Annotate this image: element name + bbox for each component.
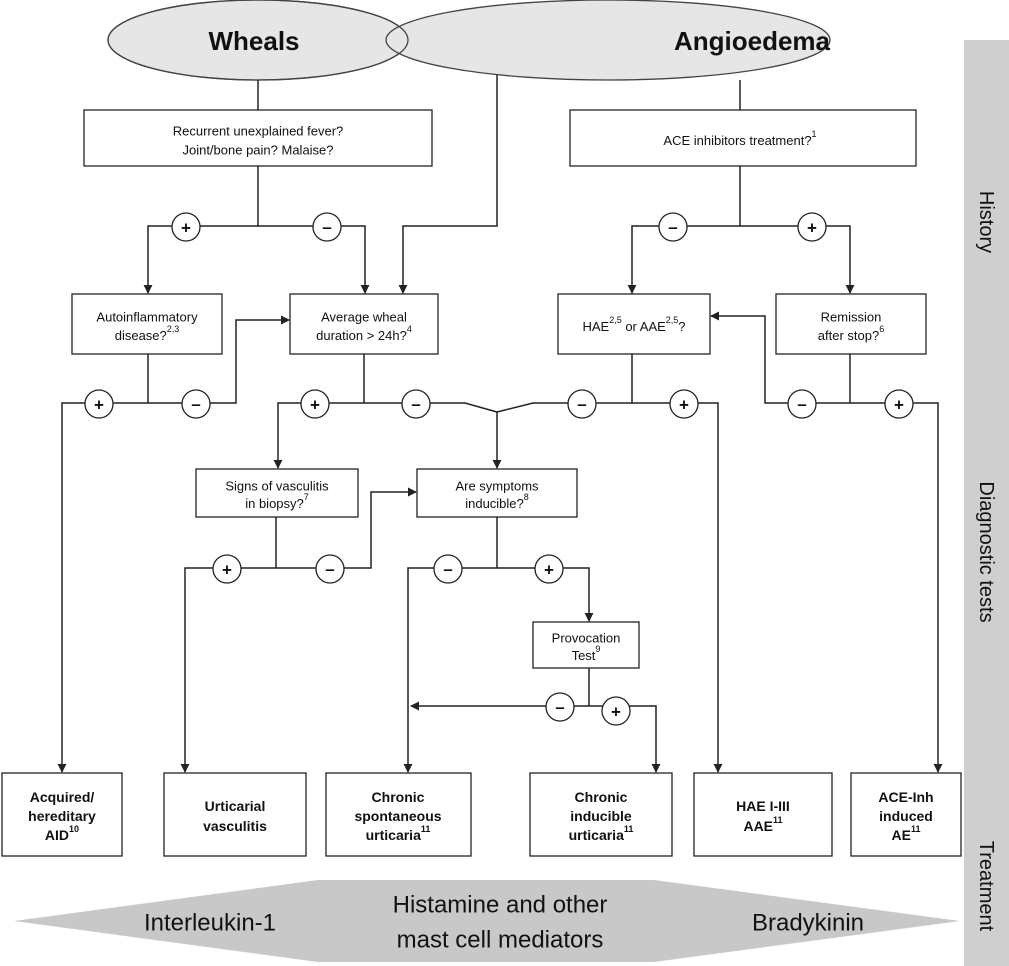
plus-node: + xyxy=(84,389,114,419)
minus-node: – xyxy=(433,554,463,584)
question-ace-inhibitors: ACE inhibitors treatment?1 xyxy=(569,109,917,167)
svg-text:Chronic: Chronic xyxy=(372,789,425,805)
svg-text:–: – xyxy=(325,560,334,579)
outcome-acquired-hereditary-aid: Acquired/ hereditary AID10 xyxy=(1,772,123,857)
outcome-ace-inh-induced-ae: ACE-Inh induced AE11 xyxy=(850,772,962,857)
svg-text:Are symptoms: Are symptoms xyxy=(455,479,539,494)
svg-text:–: – xyxy=(322,218,331,237)
plus-node: + xyxy=(300,389,330,419)
svg-text:Chronic: Chronic xyxy=(575,789,628,805)
svg-text:+: + xyxy=(310,396,320,415)
question-wheal-duration: Average wheal duration > 24h?4 xyxy=(289,293,439,355)
ellipse-label-wheals: Wheals xyxy=(208,26,299,56)
svg-text:+: + xyxy=(222,561,232,580)
plus-node: + xyxy=(212,554,242,584)
svg-text:+: + xyxy=(894,396,904,415)
plus-node: + xyxy=(601,696,631,726)
angioedema-ellipse xyxy=(385,0,831,81)
svg-text:–: – xyxy=(443,560,452,579)
minus-node: – xyxy=(181,389,211,419)
svg-text:Average wheal: Average wheal xyxy=(321,310,407,325)
svg-text:+: + xyxy=(611,703,621,722)
plus-node: + xyxy=(534,554,564,584)
svg-text:+: + xyxy=(807,219,817,238)
svg-text:Urticarial: Urticarial xyxy=(205,798,266,814)
svg-text:AAE11: AAE11 xyxy=(743,815,782,834)
svg-text:+: + xyxy=(544,561,554,580)
svg-text:+: + xyxy=(679,396,689,415)
svg-text:ACE inhibitors treatment?1: ACE inhibitors treatment?1 xyxy=(663,129,816,148)
minus-node: – xyxy=(787,389,817,419)
question-hae-aae: HAE2,5 or AAE2,5? xyxy=(557,293,711,355)
side-label-diagnostic-tests: Diagnostic tests xyxy=(975,481,997,622)
svg-text:inducible: inducible xyxy=(570,808,632,824)
svg-text:Test9: Test9 xyxy=(572,644,601,663)
mediator-histamine: Histamine and other xyxy=(393,892,608,919)
outcome-hae-aae: HAE I-III AAE11 xyxy=(693,772,833,857)
question-fever: Recurrent unexplained fever? Joint/bone … xyxy=(83,109,433,167)
svg-text:–: – xyxy=(411,395,420,414)
svg-text:spontaneous: spontaneous xyxy=(354,808,441,824)
svg-text:disease?2,3: disease?2,3 xyxy=(115,324,180,343)
side-label-history: History xyxy=(975,191,997,253)
svg-text:Provocation: Provocation xyxy=(552,631,621,646)
svg-text:–: – xyxy=(555,698,564,717)
mediators-arrow-band xyxy=(14,880,960,962)
svg-text:HAE I-III: HAE I-III xyxy=(736,798,790,814)
svg-text:Acquired/: Acquired/ xyxy=(30,789,95,805)
plus-node: + xyxy=(884,389,914,419)
svg-text:AID10: AID10 xyxy=(45,824,79,843)
svg-text:HAE2,5 or AAE2,5?: HAE2,5 or AAE2,5? xyxy=(582,315,685,334)
svg-text:–: – xyxy=(191,395,200,414)
question-remission: Remission after stop?6 xyxy=(775,293,927,355)
plus-node: + xyxy=(171,212,201,242)
plus-node: + xyxy=(669,389,699,419)
svg-text:after stop?6: after stop?6 xyxy=(818,324,884,343)
svg-text:Recurrent unexplained fever?: Recurrent unexplained fever? xyxy=(173,124,344,139)
svg-text:urticaria11: urticaria11 xyxy=(569,824,634,843)
plus-node: + xyxy=(797,212,827,242)
svg-text:Autoinflammatory: Autoinflammatory xyxy=(96,310,198,325)
svg-text:in biopsy?7: in biopsy?7 xyxy=(245,492,309,511)
mediator-interleukin-1: Interleukin-1 xyxy=(144,910,276,937)
minus-node: – xyxy=(567,389,597,419)
svg-text:+: + xyxy=(94,396,104,415)
question-autoinflammatory: Autoinflammatory disease?2,3 xyxy=(71,293,223,355)
svg-text:Remission: Remission xyxy=(821,310,882,325)
svg-text:ACE-Inh: ACE-Inh xyxy=(878,789,933,805)
minus-node: – xyxy=(401,389,431,419)
svg-text:–: – xyxy=(577,395,586,414)
svg-text:Signs of vasculitis: Signs of vasculitis xyxy=(225,479,329,494)
question-inducible: Are symptoms inducible?8 xyxy=(416,468,578,518)
side-label-treatment: Treatment xyxy=(975,841,997,932)
svg-text:Joint/bone pain? Malaise?: Joint/bone pain? Malaise? xyxy=(182,143,333,158)
svg-text:urticaria11: urticaria11 xyxy=(366,824,431,843)
minus-node: – xyxy=(315,554,345,584)
mediator-mast-cell: mast cell mediators xyxy=(397,927,604,954)
decision-nodes: + – – + + – + – – + – + + – – + – + xyxy=(84,212,914,726)
svg-text:+: + xyxy=(181,219,191,238)
svg-text:vasculitis: vasculitis xyxy=(203,818,267,834)
outcome-urticarial-vasculitis: Urticarial vasculitis xyxy=(163,772,307,857)
svg-text:hereditary: hereditary xyxy=(28,808,96,824)
outcome-chronic-spontaneous-urticaria: Chronic spontaneous urticaria11 xyxy=(325,772,472,857)
svg-text:induced: induced xyxy=(879,808,933,824)
sidebar-band xyxy=(964,40,1009,966)
ellipse-outline-overlap xyxy=(107,0,409,81)
outcome-chronic-inducible-urticaria: Chronic inducible urticaria11 xyxy=(529,772,673,857)
mediator-bradykinin: Bradykinin xyxy=(752,910,864,937)
question-vasculitis: Signs of vasculitis in biopsy?7 xyxy=(195,468,359,518)
svg-text:–: – xyxy=(668,218,677,237)
ellipse-label-angioedema: Angioedema xyxy=(674,26,831,56)
minus-node: – xyxy=(658,212,688,242)
svg-text:duration > 24h?4: duration > 24h?4 xyxy=(316,324,412,343)
question-provocation-test: Provocation Test9 xyxy=(532,621,640,669)
minus-node: – xyxy=(545,692,575,722)
svg-text:AE11: AE11 xyxy=(892,824,921,843)
connectors xyxy=(57,75,943,773)
minus-node: – xyxy=(312,212,342,242)
svg-text:inducible?8: inducible?8 xyxy=(465,492,529,511)
svg-text:–: – xyxy=(797,395,806,414)
